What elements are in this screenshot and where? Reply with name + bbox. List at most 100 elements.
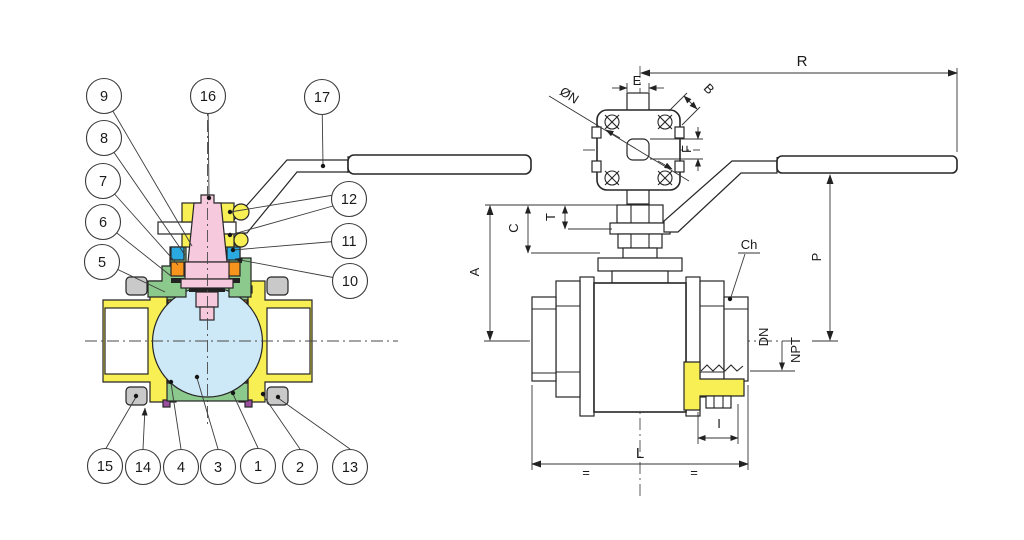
dimension-I: I (697, 404, 739, 444)
callout-4: 4 (162, 379, 200, 486)
pad-notch (591, 126, 602, 139)
union-nut-cutaway (683, 361, 745, 411)
svg-text:NPT: NPT (788, 337, 803, 363)
svg-text:R: R (797, 53, 808, 70)
dimension-F: F (650, 127, 703, 171)
pad-notch (674, 126, 685, 139)
callout-1: 1 (230, 390, 277, 485)
centerlines-left (85, 98, 398, 428)
svg-text:13: 13 (342, 460, 358, 476)
pad-top-tab (626, 92, 650, 112)
left-pipe-stub (531, 296, 557, 382)
svg-text:E: E (633, 73, 642, 88)
dimension-T: T (543, 205, 612, 230)
handle-left-view (232, 154, 532, 234)
dimension-C: C (506, 205, 600, 254)
label-NPT: NPT (788, 337, 803, 363)
stem-hex-nut-2 (617, 233, 663, 249)
top-flange (597, 257, 683, 272)
cutaway-section (683, 361, 745, 411)
svg-text:6: 6 (99, 215, 107, 231)
callout-17: 17 (303, 78, 341, 169)
valve-side-view (531, 204, 749, 417)
cutaway-hex (705, 395, 732, 409)
svg-text:3: 3 (214, 460, 222, 476)
svg-text:=: = (582, 465, 590, 480)
handle-grip (776, 155, 958, 174)
svg-text:11: 11 (341, 234, 356, 250)
callout-3: 3 (194, 374, 237, 486)
stem-assembly (147, 194, 252, 321)
svg-text:16: 16 (200, 89, 216, 105)
svg-text:F: F (679, 145, 694, 153)
callout-13: 13 (275, 394, 369, 486)
stem-foot (199, 306, 215, 321)
bolt (266, 276, 289, 296)
svg-text:=: = (690, 465, 698, 480)
callout-10: 10 (234, 257, 369, 300)
svg-text:DN: DN (756, 328, 771, 347)
callout-8: 8 (85, 119, 186, 256)
stem-block (184, 261, 230, 280)
stem-hex-nut (616, 204, 664, 224)
nut-end (232, 203, 250, 221)
pad-notch (591, 160, 602, 173)
bolt (125, 276, 148, 296)
callout-15: 15 (86, 393, 139, 485)
dimension-E: E (612, 73, 664, 92)
svg-text:L: L (636, 445, 644, 462)
svg-text:17: 17 (314, 90, 330, 106)
right-view-dimensional: R E B ØN (467, 53, 958, 497)
stem-seal (170, 246, 185, 261)
callout-6: 6 (84, 203, 172, 277)
pad-bottom-tab (626, 188, 650, 205)
handle-grip (347, 154, 532, 175)
left-union-nut (555, 280, 581, 398)
svg-text:15: 15 (97, 459, 113, 475)
svg-text:2: 2 (296, 460, 304, 476)
handle-bend (663, 160, 778, 233)
svg-text:B: B (701, 80, 718, 97)
svg-text:12: 12 (341, 192, 357, 208)
callout-2: 2 (260, 391, 319, 486)
handle-plate (609, 222, 671, 235)
svg-text:Ch: Ch (741, 237, 758, 252)
stem-flange (180, 278, 234, 289)
gland-washer (170, 261, 185, 277)
svg-text:I: I (717, 416, 721, 431)
svg-text:10: 10 (342, 274, 358, 290)
callout-9: 9 (85, 77, 193, 247)
svg-text:14: 14 (135, 460, 151, 476)
svg-text:9: 9 (100, 89, 108, 105)
dimension-P: P (809, 174, 838, 342)
handle-right-view (663, 155, 958, 233)
stem-square-hole (626, 138, 650, 161)
dimension-R: R (640, 53, 958, 152)
callout-5: 5 (83, 243, 166, 293)
callout-12: 12 (227, 180, 368, 238)
left-view-cross-section: 9 8 7 6 5 16 17 12 11 10 15 14 4 3 1 2 1… (83, 77, 532, 486)
dimension-L: L = = (531, 385, 749, 480)
svg-text:T: T (543, 213, 558, 221)
svg-text:C: C (506, 223, 521, 232)
gland-step (622, 247, 658, 259)
left-body-flange (579, 276, 595, 417)
callout-16: 16 (189, 77, 227, 201)
callouts: 9 8 7 6 5 16 17 12 11 10 15 14 4 3 1 2 1… (83, 77, 369, 486)
dimension-DN: DN (750, 328, 795, 372)
neck (611, 270, 669, 284)
stem-o-ring (189, 288, 225, 292)
nut-end (233, 232, 249, 248)
body-block (593, 282, 687, 413)
svg-text:1: 1 (254, 459, 262, 475)
stem-lower (195, 291, 219, 308)
label-Ch: Ch (727, 237, 760, 302)
svg-text:A: A (467, 267, 482, 276)
right-union-nut (699, 280, 725, 398)
svg-text:7: 7 (99, 174, 107, 190)
svg-text:8: 8 (100, 131, 108, 147)
dimension-A: A (467, 205, 528, 342)
bolt-holes (604, 114, 673, 186)
svg-text:P: P (809, 253, 824, 262)
